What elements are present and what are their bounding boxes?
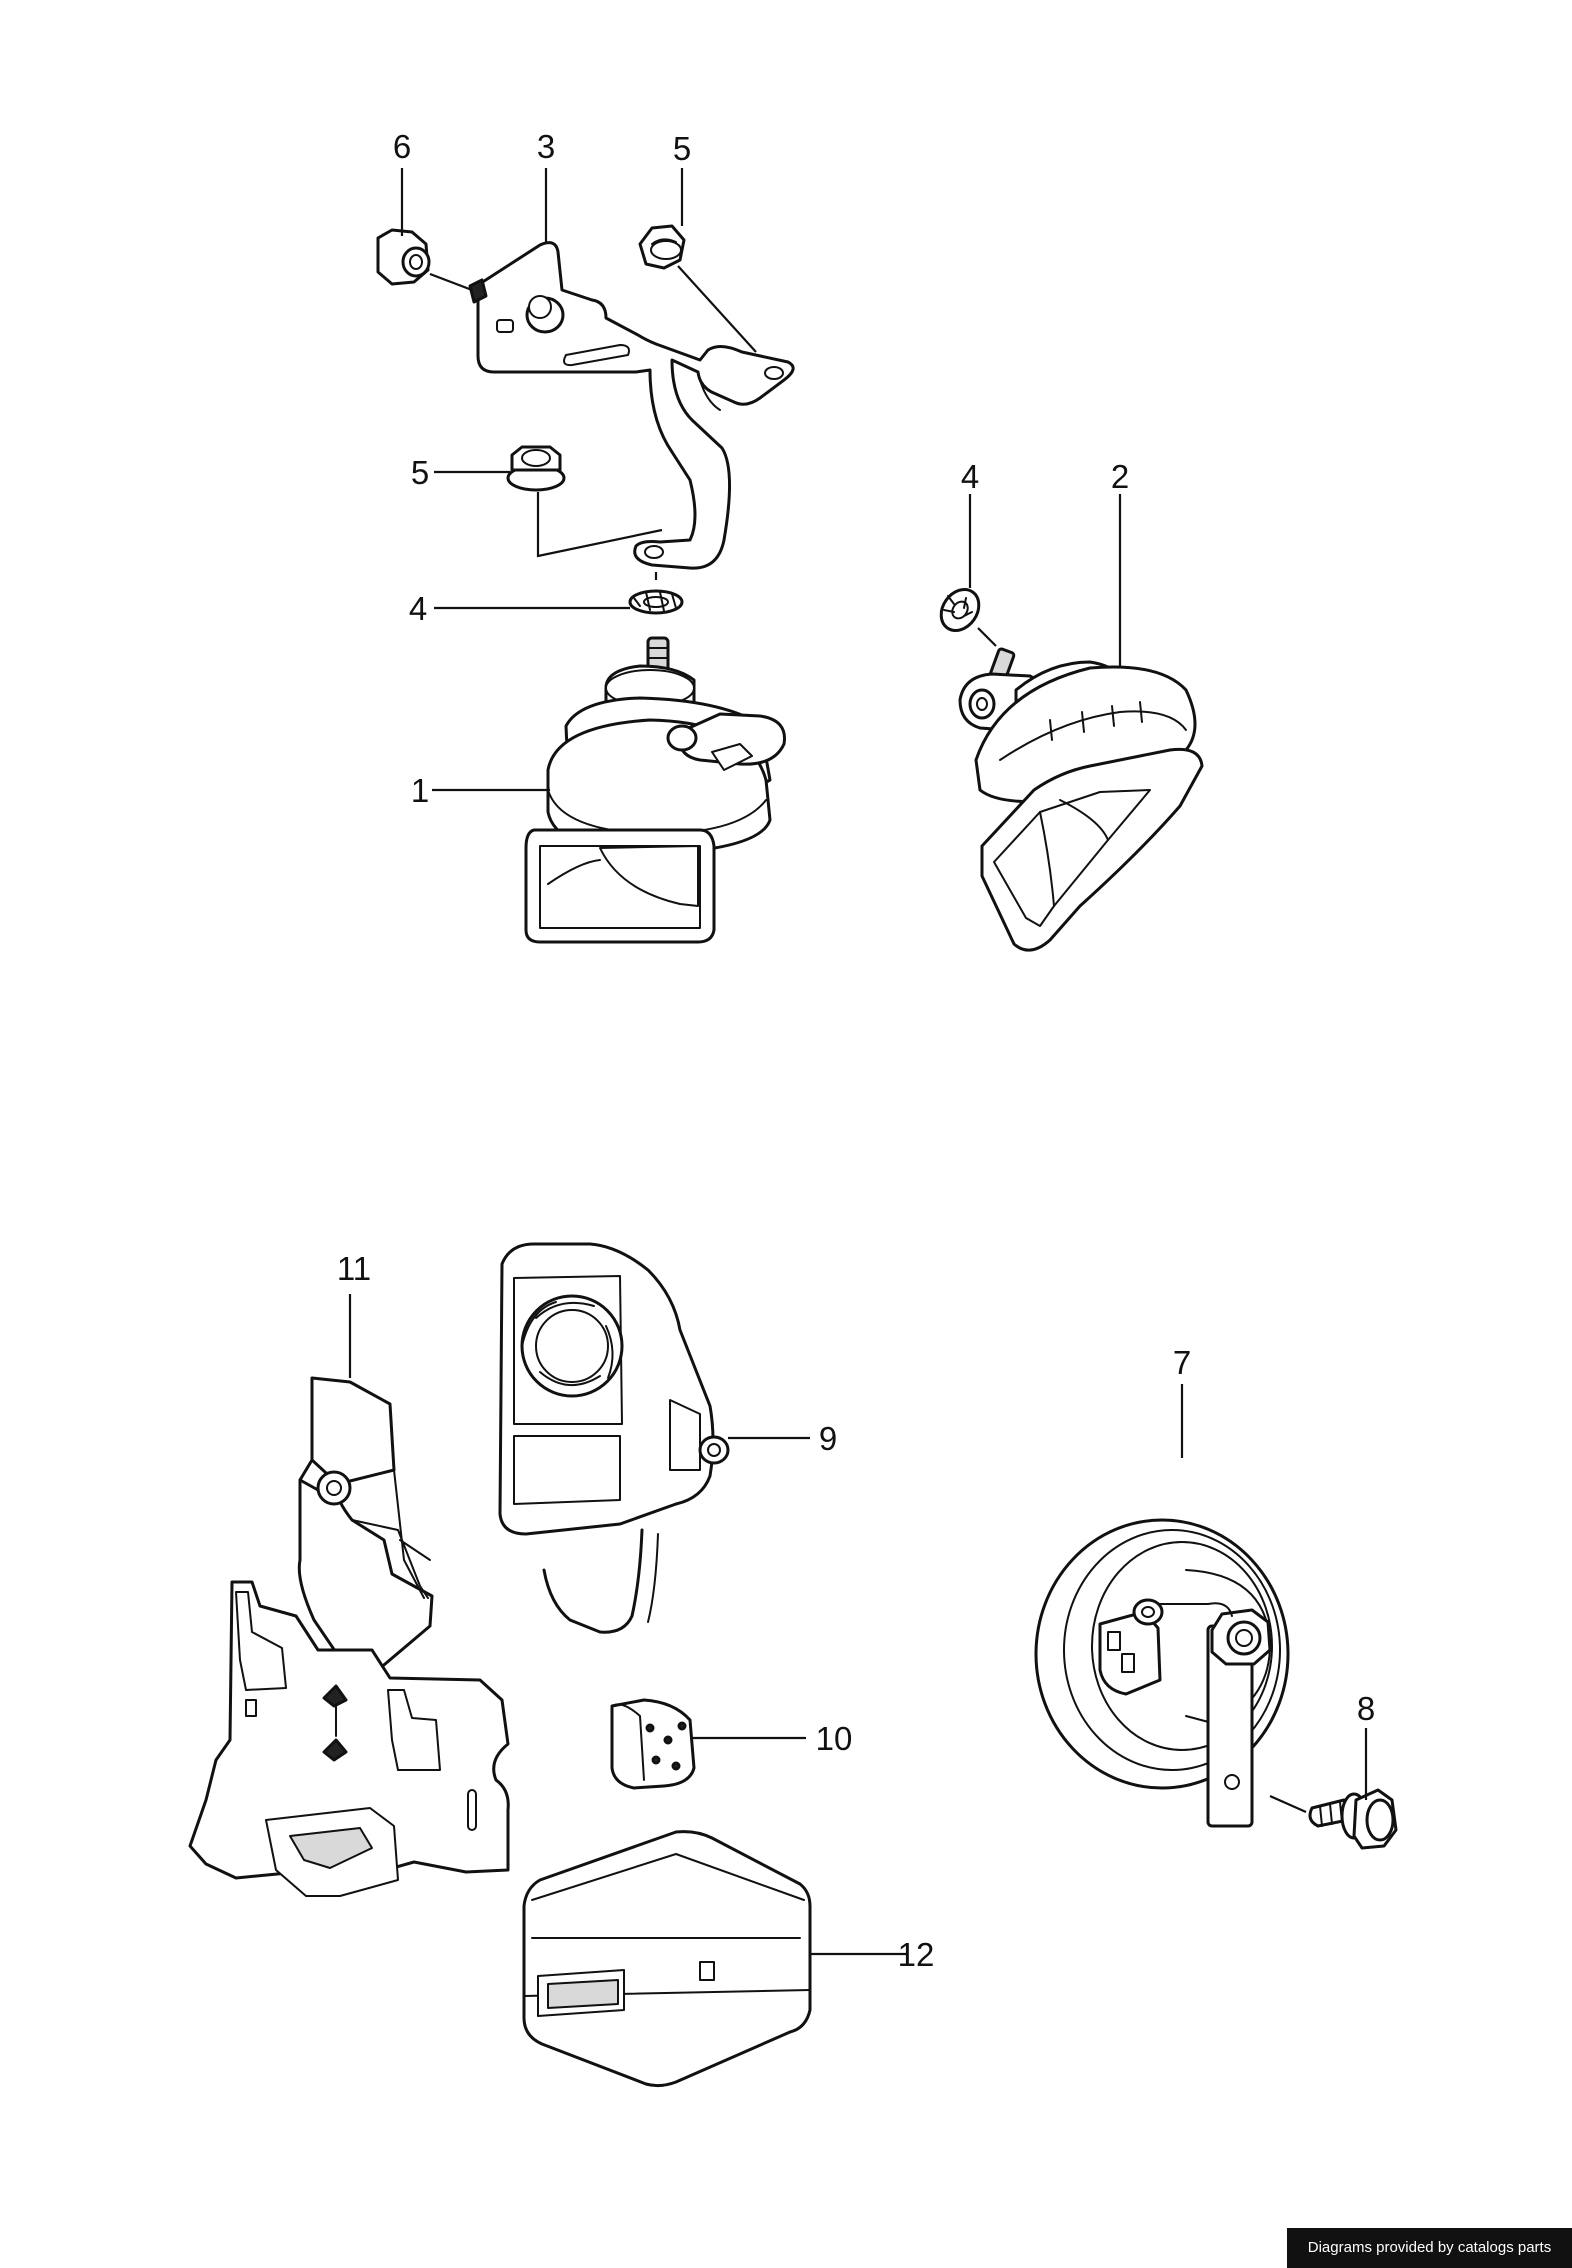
callout-label-4-left: 4 (409, 590, 427, 627)
flange-nut-part-5-upper[interactable] (638, 224, 686, 270)
connector-line (977, 627, 997, 647)
horn-part-1[interactable] (524, 636, 786, 944)
callout-label-1: 1 (411, 772, 429, 809)
callout-label-8: 8 (1357, 1690, 1375, 1727)
credit-badge: Diagrams provided by catalogs parts (1287, 2228, 1572, 2268)
callout-label-7: 7 (1173, 1344, 1191, 1381)
lock-washer-part-4-left[interactable] (628, 589, 684, 615)
horn-part-2[interactable] (958, 647, 1204, 952)
bolt-part-8[interactable] (1308, 1788, 1398, 1850)
bracket-part-3[interactable] (476, 241, 795, 570)
siren-part-9[interactable] (498, 1242, 730, 1634)
callout-label-9: 9 (819, 1420, 837, 1457)
callout-label-5-upper: 5 (673, 130, 691, 167)
connector-line (1269, 1794, 1307, 1814)
pad-part-10[interactable] (610, 1698, 696, 1790)
lock-washer-part-4-right[interactable] (933, 582, 986, 638)
callout-label-10: 10 (816, 1720, 853, 1757)
flange-nut-part-5-lower[interactable] (506, 445, 566, 492)
connector-line (429, 272, 473, 292)
control-module-part-12[interactable] (522, 1830, 812, 2088)
nut-part-6[interactable] (376, 228, 488, 304)
horn-part-7[interactable] (1034, 1518, 1290, 1828)
mounting-bracket-part-11[interactable] (188, 1376, 510, 1897)
callout-label-4-right: 4 (961, 458, 979, 495)
connector-line (536, 492, 663, 558)
connector-line (677, 265, 757, 353)
callout-label-2: 2 (1111, 458, 1129, 495)
callout-label-5-lower: 5 (411, 454, 429, 491)
callout-label-3: 3 (537, 128, 555, 165)
callout-label-6: 6 (393, 128, 411, 165)
callout-label-11: 11 (337, 1250, 371, 1287)
callout-label-12: 12 (898, 1936, 935, 1973)
